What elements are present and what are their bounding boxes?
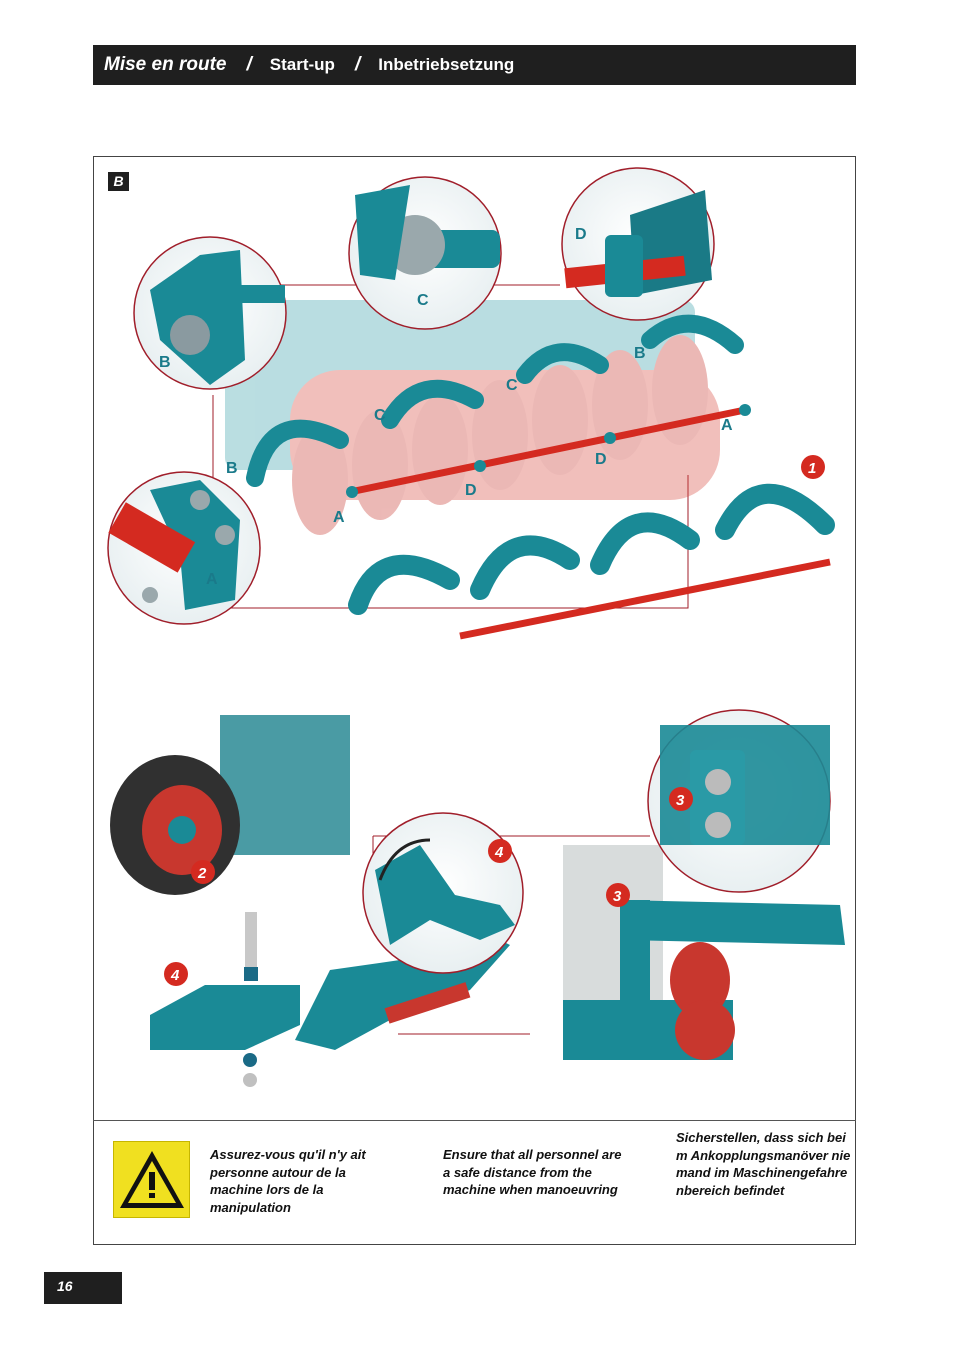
detail-circle-c (348, 176, 502, 330)
svg-text:1: 1 (808, 460, 816, 477)
warning-divider (93, 1120, 856, 1121)
warning-text-english: Ensure that all personnel are a safe dis… (443, 1147, 622, 1197)
drill-frame-lower-right (563, 845, 845, 1060)
page-header: Mise en route / Start-up / Inbetriebsetz… (93, 45, 856, 85)
label-d: D (575, 226, 587, 243)
svg-text:4: 4 (494, 844, 504, 861)
scraper-bar-detached (459, 558, 831, 640)
label-c: C (374, 407, 386, 424)
illustration-frame (93, 156, 856, 1245)
detail-circle-4 (362, 812, 524, 974)
svg-text:4: 4 (170, 967, 180, 984)
warning-text-french: Assurez-vous qu'il n'y ait personne auto… (210, 1147, 366, 1215)
label-b: B (226, 460, 238, 477)
svg-text:3: 3 (676, 792, 685, 809)
step-badge-3: 3 (606, 883, 630, 907)
title-separator: / (246, 54, 252, 75)
title-french: Mise en route (104, 54, 227, 75)
detail-circle-a (107, 471, 261, 625)
svg-text:3: 3 (613, 888, 622, 905)
scraper-arcs-detached (348, 483, 835, 615)
warning-text-german: Sicherstellen, dass sich beim Ankopplung… (676, 1130, 851, 1198)
svg-text:2: 2 (197, 865, 207, 882)
section-badge: B (108, 172, 129, 191)
drill-frame-lower-left (110, 715, 350, 895)
label-c: C (506, 377, 518, 394)
title-german: Inbetriebsetzung (378, 55, 515, 74)
detail-circle-3 (647, 709, 831, 893)
detail-circle-d (561, 167, 715, 321)
page-number: 16 (44, 1272, 122, 1304)
step-badge-2: 2 (191, 860, 215, 884)
step-badge-1: 1 (801, 455, 825, 479)
title-english: Start-up (269, 55, 335, 74)
label-c: C (417, 292, 429, 309)
step-badge-3: 3 (669, 787, 693, 811)
label-a: A (721, 417, 733, 434)
scraper-arcs-mounted (246, 314, 744, 487)
label-d: D (595, 451, 607, 468)
label-a: A (206, 571, 218, 588)
label-a: A (333, 509, 345, 526)
title-separator: / (354, 54, 361, 75)
detail-circle-b-left (133, 236, 287, 390)
label-d: D (465, 482, 477, 499)
scraper-bar-mounted (349, 406, 746, 496)
step-badge-4: 4 (164, 962, 188, 986)
label-b: B (634, 345, 646, 362)
label-b: B (159, 354, 171, 371)
step-badge-4: 4 (488, 839, 512, 863)
